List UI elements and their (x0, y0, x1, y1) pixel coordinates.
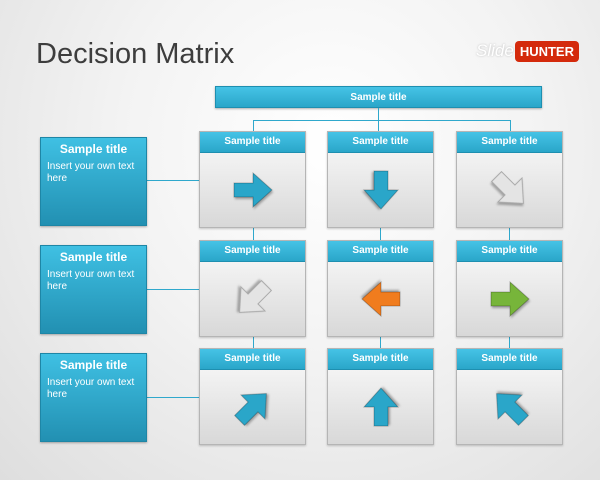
cell-title: Sample title (328, 241, 433, 262)
connector (378, 108, 379, 120)
matrix-cell: Sample title (199, 240, 306, 337)
matrix-cell: Sample title (199, 348, 306, 445)
matrix-cell: Sample title (327, 131, 434, 228)
arrow-down-left-icon (238, 279, 272, 313)
matrix-cell: Sample title (199, 131, 306, 228)
arrow-up-left-icon (495, 393, 529, 427)
top-title-bar: Sample title (215, 86, 542, 108)
arrow-right-icon (233, 171, 273, 209)
cell-title: Sample title (328, 132, 433, 153)
connector (253, 120, 511, 121)
logo-slide: Slide (476, 41, 514, 60)
arrow-up-right-icon (233, 393, 267, 427)
row-title: Sample title (59, 142, 128, 156)
row-title: Sample title (59, 358, 128, 372)
row-title: Sample title (59, 250, 128, 264)
matrix-cell: Sample title (327, 240, 434, 337)
arrow-right-icon (490, 280, 530, 318)
arrow-down-icon (362, 170, 399, 210)
connector (253, 120, 254, 131)
cell-title: Sample title (457, 132, 562, 153)
connector (510, 120, 511, 131)
matrix-cell: Sample title (456, 240, 563, 337)
connector (147, 289, 199, 290)
arrow-down-right-icon (490, 170, 524, 204)
matrix-cell: Sample title (327, 348, 434, 445)
page-title: Decision Matrix (36, 38, 235, 70)
cell-title: Sample title (200, 241, 305, 262)
row-text: Insert your own text here (47, 269, 135, 292)
cell-title: Sample title (328, 349, 433, 370)
logo-hunter: HUNTER (514, 40, 579, 62)
arrow-left-icon (360, 280, 400, 318)
connector (147, 397, 199, 398)
cell-title: Sample title (200, 132, 305, 153)
row-text: Insert your own text here (47, 377, 135, 400)
connector (378, 120, 379, 131)
arrow-up-icon (362, 387, 399, 427)
matrix-cell: Sample title (456, 348, 563, 445)
connector (147, 180, 199, 181)
matrix-cell: Sample title (456, 131, 563, 228)
row-text: Insert your own text here (47, 161, 135, 184)
cell-title: Sample title (457, 241, 562, 262)
cell-title: Sample title (457, 349, 562, 370)
cell-title: Sample title (200, 349, 305, 370)
